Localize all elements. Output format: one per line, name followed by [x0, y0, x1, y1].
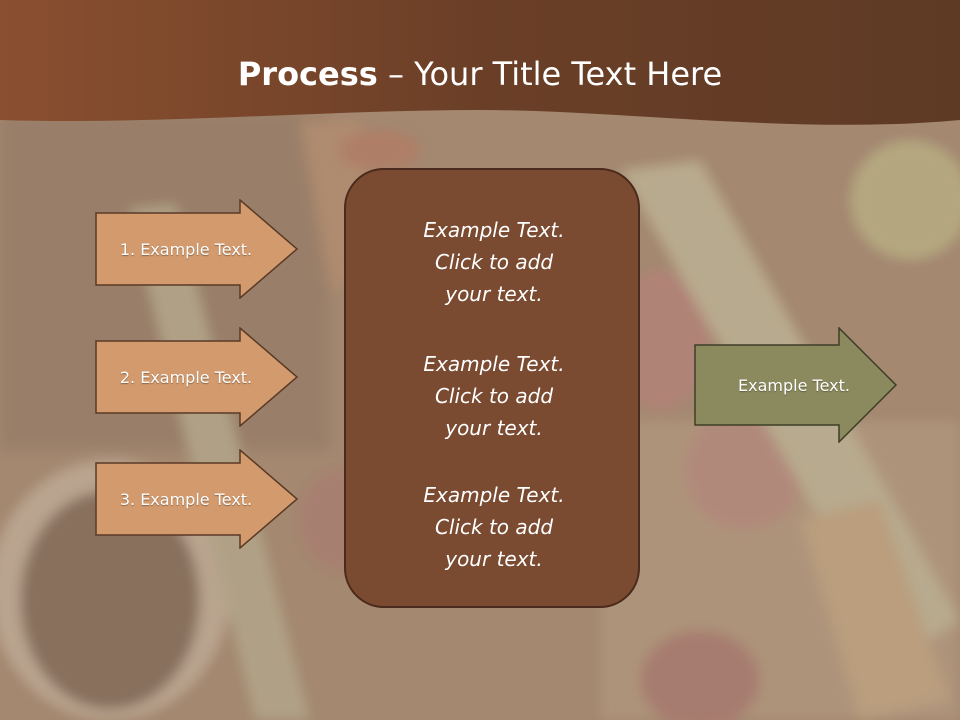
- center-line: Example Text.: [423, 483, 565, 507]
- left-arrow-2[interactable]: 2. Example Text.: [95, 327, 300, 427]
- center-line: Click to add: [434, 250, 554, 274]
- arrow-shape-icon: [95, 199, 299, 299]
- center-line: Example Text.: [423, 218, 565, 242]
- title-separator: –: [377, 55, 415, 93]
- slide-title: Process – Your Title Text Here: [0, 52, 960, 96]
- arrow-shape-icon: [95, 449, 299, 549]
- center-line: your text.: [445, 416, 543, 440]
- header-band: [0, 0, 960, 125]
- center-text-block-1: Example Text. Click to add your text.: [346, 214, 642, 310]
- title-rest: Your Title Text Here: [414, 55, 723, 93]
- left-arrow-label: 3. Example Text.: [119, 489, 253, 509]
- center-text-block-2: Example Text. Click to add your text.: [346, 348, 642, 444]
- left-arrow-label: 1. Example Text.: [119, 239, 253, 259]
- center-line: your text.: [445, 282, 543, 306]
- left-arrow-label: 2. Example Text.: [119, 367, 253, 387]
- center-text-block-3: Example Text. Click to add your text.: [346, 479, 642, 575]
- left-arrow-1[interactable]: 1. Example Text.: [95, 199, 300, 299]
- center-line: Click to add: [434, 515, 554, 539]
- right-arrow-label: Example Text.: [738, 375, 850, 395]
- title-bold: Process: [237, 55, 378, 93]
- center-line: Click to add: [434, 384, 554, 408]
- left-arrow-3[interactable]: 3. Example Text.: [95, 449, 300, 549]
- center-line: your text.: [445, 547, 543, 571]
- arrow-shape-icon: [694, 327, 898, 443]
- arrow-shape-icon: [95, 327, 299, 427]
- center-text-box[interactable]: Example Text. Click to add your text. Ex…: [344, 168, 640, 608]
- center-line: Example Text.: [423, 352, 565, 376]
- right-arrow[interactable]: Example Text.: [694, 327, 899, 443]
